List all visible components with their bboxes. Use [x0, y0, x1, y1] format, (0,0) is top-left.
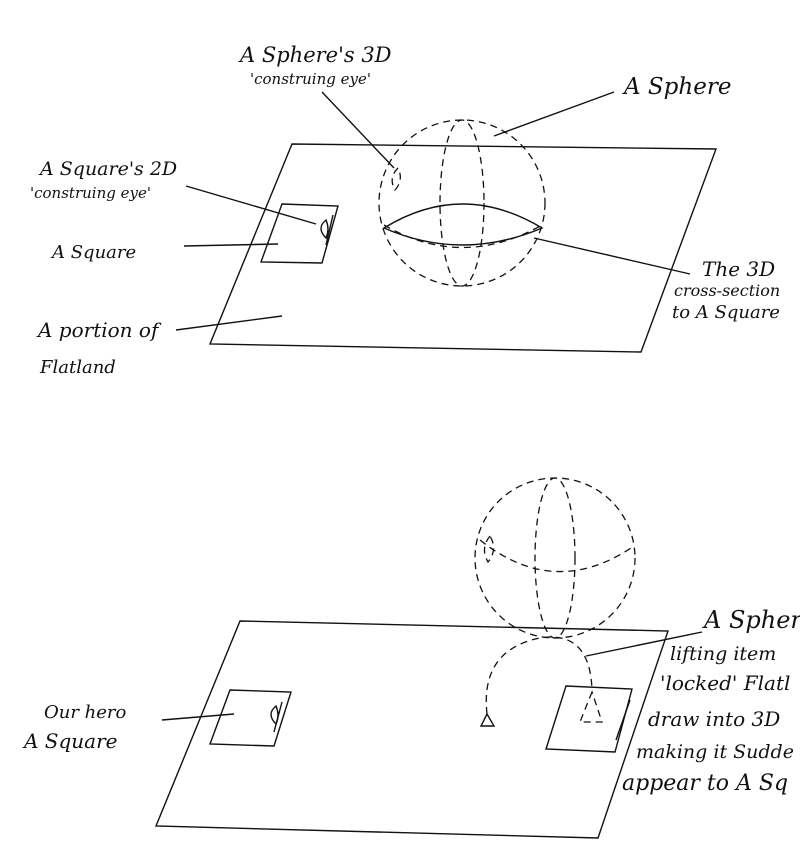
label-square: A Square — [50, 242, 136, 263]
sphere-top — [378, 119, 546, 287]
leader-flatland — [175, 315, 283, 331]
square-shape-top — [260, 203, 339, 264]
label-cross-2: cross-section — [674, 281, 780, 300]
label-square-eye-1: A Square's 2D — [38, 158, 177, 180]
label-hero-2: A Square — [22, 729, 118, 753]
locked-box — [545, 685, 633, 753]
hero-eye-icon — [270, 701, 283, 733]
label-note-6: appear to A Sq — [622, 771, 788, 796]
leader-note — [585, 631, 703, 657]
sphere-bottom — [474, 477, 636, 639]
label-note-5: making it Sudde — [636, 741, 794, 763]
label-sphere-eye-2: 'construing eye' — [250, 70, 371, 88]
top-panel: A Sphere's 3D 'construing eye' A Sphere … — [30, 43, 780, 378]
label-square-eye-2: 'construing eye' — [30, 184, 151, 202]
sphere-eye-icon-bottom — [483, 534, 495, 564]
leader-square — [183, 243, 279, 247]
leader-hero — [161, 713, 235, 721]
leader-square-eye — [185, 185, 317, 225]
label-sphere: A Sphere — [622, 74, 731, 100]
label-hero-1: Our hero — [44, 702, 127, 723]
square-eye-icon — [320, 214, 334, 246]
bottom-panel: Our hero A Square A Spher lifting item '… — [22, 477, 800, 839]
label-note-3: 'locked' Flatl — [660, 671, 790, 695]
label-note-4: draw into 3D — [648, 707, 780, 731]
label-cross-3: to A Square — [672, 302, 780, 323]
label-flatland-1: A portion of — [36, 318, 162, 342]
lifting-path — [485, 636, 593, 715]
flatland-plane-bottom — [154, 620, 669, 839]
small-triangle-left — [479, 712, 496, 727]
leader-cross-section — [533, 237, 691, 275]
label-note-2: lifting item — [670, 643, 776, 665]
locked-box-edge — [615, 699, 631, 741]
leader-sphere — [493, 91, 615, 137]
label-flatland-2: Flatland — [39, 357, 116, 378]
label-sphere-eye-1: A Sphere's 3D — [238, 43, 392, 67]
label-note-1: A Spher — [702, 606, 800, 634]
sphere-eye-icon — [391, 166, 402, 192]
label-cross-1: The 3D — [702, 257, 775, 281]
lifted-triangle — [579, 690, 603, 723]
leader-sphere-eye — [321, 91, 395, 169]
cross-section-ellipse — [382, 203, 544, 246]
square-shape-bottom — [209, 689, 292, 747]
flatland-plane-top — [208, 143, 718, 353]
